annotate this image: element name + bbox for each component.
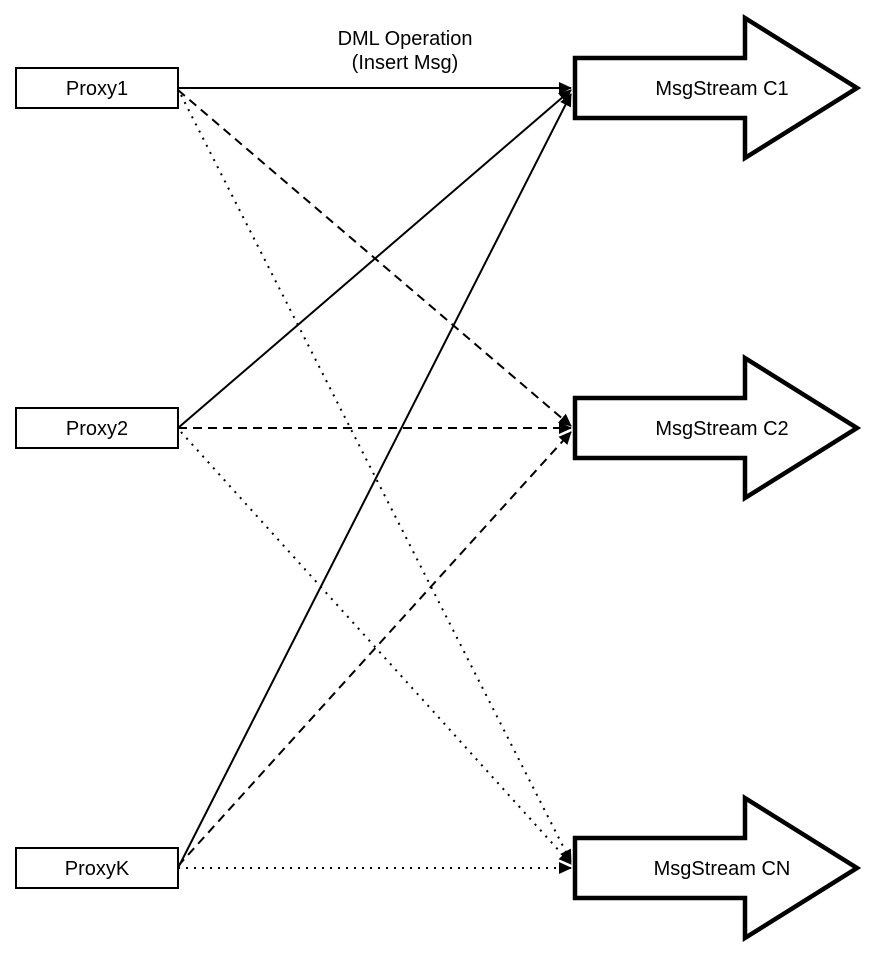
proxy2-node: Proxy2 — [15, 407, 179, 449]
proxy2-label: Proxy2 — [66, 418, 128, 440]
caption-line2: (Insert Msg) — [352, 52, 459, 74]
msgstream-c2-node: MsgStream C2 — [572, 353, 862, 503]
msgstream-c1-node: MsgStream C1 — [572, 13, 862, 163]
stream-nodes: MsgStream C1 MsgStream C2 MsgStream CN — [572, 13, 862, 943]
msgstream-c2-arrow-shape — [572, 353, 862, 503]
edge-proxyk-c1 — [177, 93, 572, 869]
msgstream-c2-label: MsgStream C2 — [655, 418, 788, 440]
caption-line1: DML Operation — [338, 28, 473, 50]
msgstream-cn-label: MsgStream CN — [654, 858, 791, 880]
proxy1-box — [15, 67, 179, 109]
proxy2-box — [15, 407, 179, 449]
edge-proxy1-c2 — [177, 89, 572, 427]
proxyk-box — [15, 847, 179, 889]
msgstream-cn-node: MsgStream CN — [572, 793, 862, 943]
proxyk-label: ProxyK — [65, 858, 130, 880]
msgstream-cn-arrow-shape — [572, 793, 862, 943]
edge-proxy2-cn — [180, 431, 572, 865]
msgstream-c1-label: MsgStream C1 — [655, 78, 788, 100]
proxy-nodes: Proxy1 Proxy2 ProxyK — [15, 67, 179, 889]
proxy1-node: Proxy1 — [15, 67, 179, 109]
proxy1-label: Proxy1 — [66, 78, 128, 100]
edge-proxyk-c2 — [177, 431, 572, 867]
caption: DML Operation (Insert Msg) — [338, 28, 473, 74]
edges — [177, 82, 572, 874]
msgstream-c1-arrow-shape — [572, 13, 862, 163]
proxyk-node: ProxyK — [15, 847, 179, 889]
